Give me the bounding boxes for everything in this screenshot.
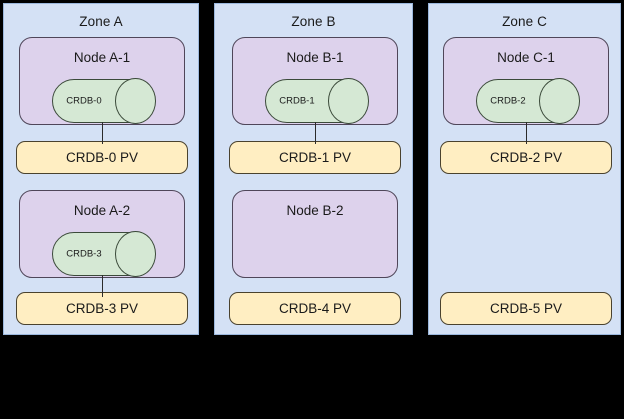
pv-crdb-1: CRDB-1 PV [229,141,401,174]
pod-crdb-0-label: CRDB-0 [66,95,102,107]
pv-crdb-5: CRDB-5 PV [440,292,612,325]
connector-crdb-0 [102,122,103,144]
zone-b-title: Zone B [291,14,336,29]
zone-a: Zone A Node A-1 CRDB-0 CRDB-0 PV Node A-… [3,3,199,335]
pod-crdb-2-label: CRDB-2 [490,95,526,107]
connector-crdb-3 [102,275,103,297]
node-a-1: Node A-1 CRDB-0 [19,37,185,125]
zone-a-title: Zone A [79,14,123,29]
pv-crdb-2: CRDB-2 PV [440,141,612,174]
pod-crdb-1: CRDB-1 [265,78,369,124]
pod-crdb-2: CRDB-2 [476,78,580,124]
node-c-1: Node C-1 CRDB-2 [443,37,609,125]
cylinder-cap [114,231,156,277]
connector-crdb-2 [526,122,527,144]
node-a-1-title: Node A-1 [73,50,131,65]
pv-crdb-0: CRDB-0 PV [16,141,188,174]
pod-crdb-3-label: CRDB-3 [66,248,102,260]
pod-crdb-0: CRDB-0 [52,78,156,124]
zone-c: Zone C Node C-1 CRDB-2 CRDB-2 PV CRDB-5 … [428,3,621,335]
cylinder-cap [538,78,580,124]
zone-b: Zone B Node B-1 CRDB-1 CRDB-1 PV Node B-… [214,3,413,335]
node-a-2: Node A-2 CRDB-3 [19,190,185,278]
node-a-2-title: Node A-2 [73,203,131,218]
pod-crdb-3: CRDB-3 [52,231,156,277]
node-b-2: Node B-2 [232,190,398,278]
node-b-1: Node B-1 CRDB-1 [232,37,398,125]
pod-crdb-1-label: CRDB-1 [279,95,315,107]
pv-crdb-4: CRDB-4 PV [229,292,401,325]
zone-c-title: Zone C [502,14,547,29]
node-c-1-title: Node C-1 [497,50,555,65]
pv-crdb-3: CRDB-3 PV [16,292,188,325]
node-b-2-title: Node B-2 [286,203,344,218]
connector-crdb-1 [315,122,316,144]
cylinder-cap [114,78,156,124]
cylinder-cap [327,78,369,124]
node-b-1-title: Node B-1 [286,50,344,65]
